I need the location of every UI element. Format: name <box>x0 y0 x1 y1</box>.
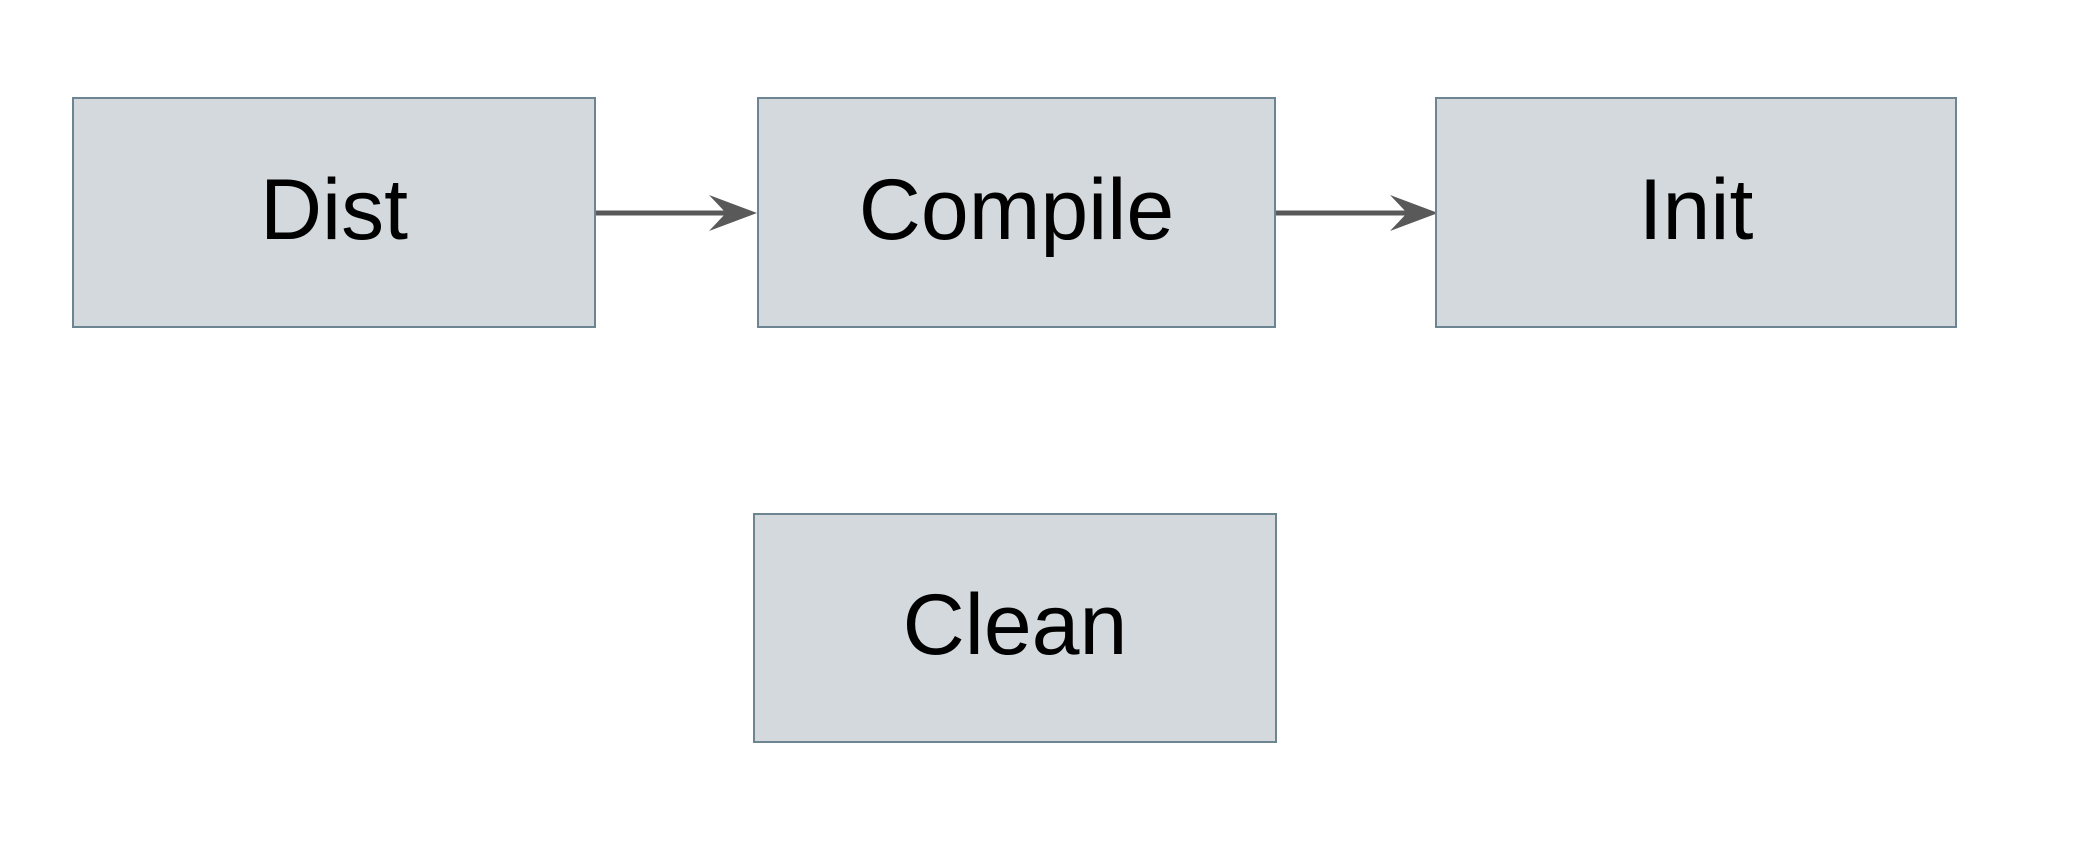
node-init[interactable]: Init <box>1435 97 1957 328</box>
arrow-compile-to-init <box>1276 195 1438 231</box>
node-dist[interactable]: Dist <box>72 97 596 328</box>
node-clean[interactable]: Clean <box>753 513 1277 743</box>
node-dist-label: Dist <box>259 161 409 258</box>
arrow-dist-to-compile <box>596 195 757 231</box>
arrowhead-icon <box>709 195 757 231</box>
node-compile-label: Compile <box>858 161 1175 258</box>
arrowhead-icon <box>1390 195 1438 231</box>
node-compile[interactable]: Compile <box>757 97 1276 328</box>
node-init-label: Init <box>1638 161 1754 258</box>
node-clean-label: Clean <box>902 577 1128 673</box>
